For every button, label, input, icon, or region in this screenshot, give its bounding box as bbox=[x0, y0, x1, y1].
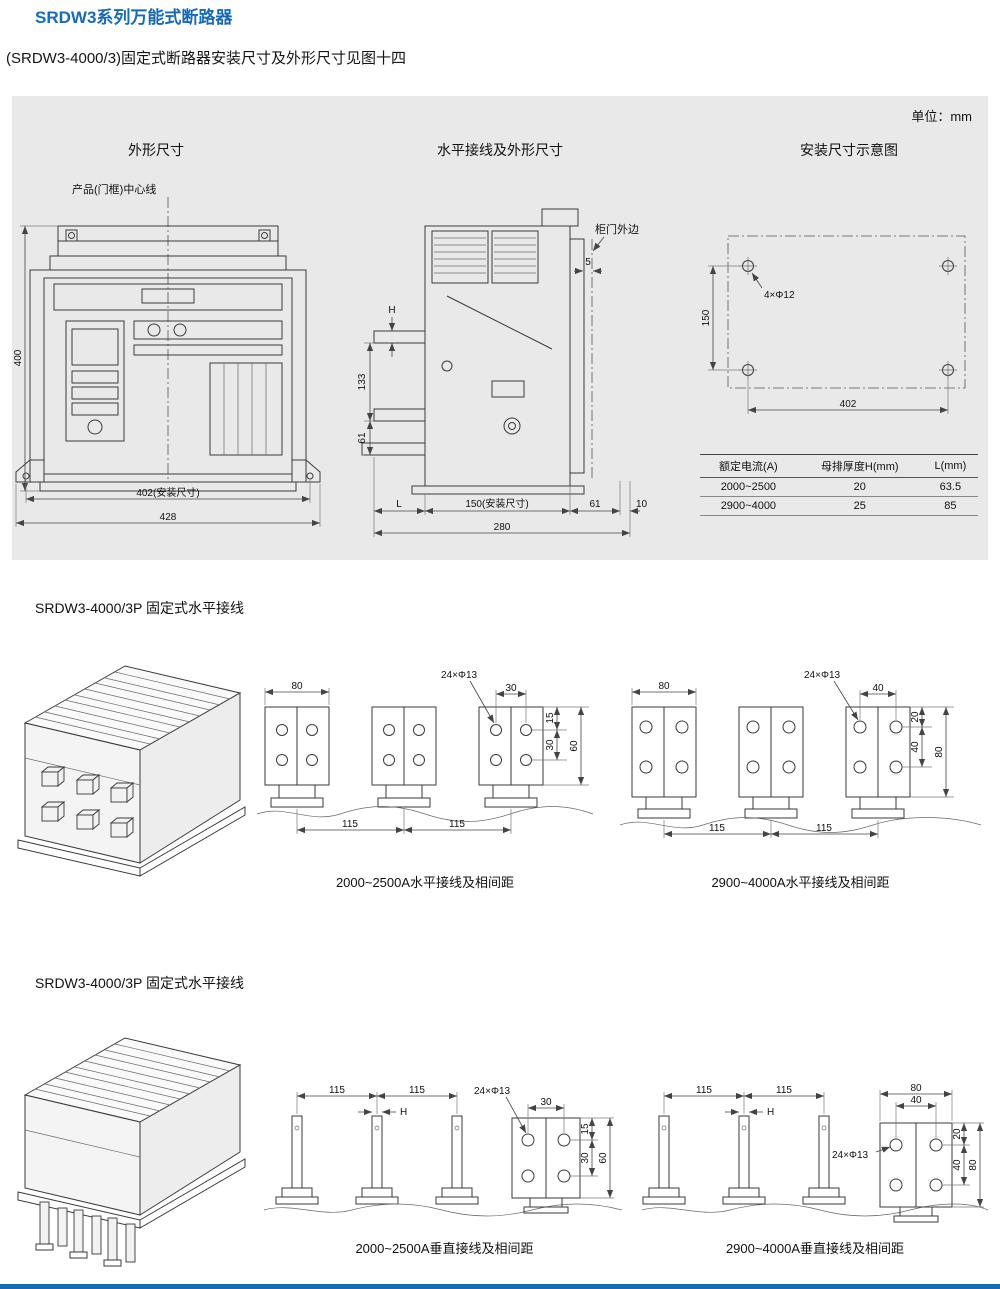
figure-panel: 单位：mm 外形尺寸 水平接线及外形尺寸 安装尺寸示意图 产品(门框)中心线 bbox=[12, 96, 988, 560]
dim-bar-thickness: H bbox=[767, 1107, 774, 1118]
terminal-plates bbox=[264, 706, 544, 808]
caption-horizontal-large: 2900~4000A水平接线及相间距 bbox=[711, 875, 890, 890]
terminal-lugs bbox=[40, 766, 135, 838]
holes-callout: 4×Φ12 bbox=[764, 290, 795, 301]
dim-428: 428 bbox=[160, 512, 177, 523]
side-view-drawing: 柜门外边 5 H 133 61 bbox=[357, 208, 648, 537]
spec-cell: 2000~2500 bbox=[700, 477, 797, 497]
dim-hole-spacing: 30 bbox=[540, 1097, 552, 1108]
dim-pitch-1: 115 bbox=[329, 1085, 345, 1096]
dim-l: L bbox=[396, 499, 402, 510]
spec-cell: 20 bbox=[796, 477, 923, 497]
unit-label: 单位：mm bbox=[911, 109, 972, 124]
vertical-terminal-bars bbox=[35, 1201, 136, 1267]
vertical-bars bbox=[275, 1115, 479, 1205]
breaker-isometric-horizontal-drawing bbox=[17, 665, 246, 877]
terminal-plates bbox=[631, 706, 911, 819]
vent-slots bbox=[34, 1043, 231, 1117]
dim-bar-thickness: H bbox=[400, 1107, 407, 1118]
dim-pitch-2: 115 bbox=[449, 819, 465, 830]
spec-cell: 25 bbox=[796, 496, 923, 516]
dim-pitch-1: 115 bbox=[709, 823, 725, 834]
dim-plate-width: 80 bbox=[291, 681, 303, 692]
vertical-terminals-small-drawing: 115 115 H 24×Φ13 30 15 30 60 bbox=[263, 1085, 623, 1217]
dim-plate-width: 80 bbox=[658, 681, 670, 692]
dim-pitch-1: 115 bbox=[342, 819, 358, 830]
front-view-drawing: 产品(门框)中心线 bbox=[13, 182, 321, 527]
dim-400: 400 bbox=[13, 349, 24, 366]
dim-pitch-2: 115 bbox=[776, 1085, 792, 1096]
dim-total: 60 bbox=[598, 1152, 609, 1164]
dim-total: 80 bbox=[968, 1159, 979, 1171]
caption-vertical-large: 2900~4000A垂直接线及相间距 bbox=[725, 1241, 905, 1256]
hole-detail-plate bbox=[511, 1117, 581, 1214]
column-header-horizontal-wiring: 水平接线及外形尺寸 bbox=[437, 142, 563, 158]
dim-61-right: 61 bbox=[589, 499, 601, 510]
dim-row-spacing: 30 bbox=[580, 1152, 591, 1164]
table-row: 2900~4000 25 85 bbox=[700, 496, 978, 516]
dim-5: 5 bbox=[585, 257, 591, 268]
page-subtitle: (SRDW3-4000/3)固定式断路器安装尺寸及外形尺寸见图十四 bbox=[6, 50, 407, 67]
horizontal-terminals-small-drawing: 80 24×Φ13 30 15 30 60 115 115 bbox=[256, 670, 594, 834]
dim-edge: 15 bbox=[580, 1123, 591, 1135]
dim-hole-spacing: 40 bbox=[872, 683, 884, 694]
spec-header: L(mm) bbox=[922, 454, 978, 478]
dim-280: 280 bbox=[494, 522, 511, 533]
breaker-isometric-vertical-drawing bbox=[17, 1037, 246, 1267]
dim-402: 402(安装尺寸) bbox=[136, 486, 199, 499]
dim-pitch-1: 115 bbox=[696, 1085, 712, 1096]
vent-slots bbox=[34, 671, 231, 745]
spec-header: 额定电流(A) bbox=[700, 454, 797, 478]
dim-h: H bbox=[388, 305, 395, 316]
dim-133: 133 bbox=[357, 373, 368, 390]
dim-row-spacing: 40 bbox=[910, 741, 921, 753]
caption-horizontal-small: 2000~2500A水平接线及相间距 bbox=[335, 875, 515, 890]
centerline-label: 产品(门框)中心线 bbox=[72, 182, 156, 196]
dim-total: 60 bbox=[569, 740, 580, 752]
page-title: SRDW3系列万能式断路器 bbox=[35, 8, 233, 27]
cabinet-door-label: 柜门外边 bbox=[595, 222, 639, 236]
dim-edge: 20 bbox=[910, 711, 921, 723]
dim-edge: 15 bbox=[545, 712, 556, 724]
spec-cell: 85 bbox=[922, 496, 978, 516]
dim-150: 150(安装尺寸) bbox=[465, 497, 528, 510]
dim-hole-spacing: 40 bbox=[910, 1095, 922, 1106]
footer-decoration-bar bbox=[0, 1284, 1000, 1289]
dim-edge: 20 bbox=[952, 1128, 963, 1140]
spec-cell: 2900~4000 bbox=[700, 496, 797, 516]
horizontal-terminals-large-drawing: 80 24×Φ13 40 20 40 80 115 115 bbox=[619, 670, 982, 838]
spec-header: 母排厚度H(mm) bbox=[796, 454, 923, 478]
section-title-horizontal: SRDW3-4000/3P 固定式水平接线 bbox=[35, 600, 245, 616]
dim-row-spacing: 30 bbox=[545, 739, 556, 751]
mounting-holes bbox=[739, 257, 957, 379]
holes-callout: 24×Φ13 bbox=[441, 670, 478, 681]
dim-row-spacing: 40 bbox=[952, 1159, 963, 1171]
hole-detail-plate bbox=[879, 1122, 953, 1223]
install-pattern-drawing: 4×Φ12 150 402 bbox=[701, 235, 966, 414]
spec-cell: 63.5 bbox=[922, 477, 978, 497]
dim-pitch-2: 115 bbox=[816, 823, 832, 834]
holes-callout: 24×Φ13 bbox=[474, 1086, 511, 1097]
dim-10: 10 bbox=[636, 499, 648, 510]
dim-150-install: 150 bbox=[701, 309, 712, 326]
dim-plate-width: 80 bbox=[910, 1083, 922, 1094]
dim-pitch-2: 115 bbox=[409, 1085, 425, 1096]
vertical-bars bbox=[642, 1115, 846, 1205]
holes-callout: 24×Φ13 bbox=[832, 1150, 869, 1161]
dim-total: 80 bbox=[934, 746, 945, 758]
dim-61-left: 61 bbox=[357, 432, 368, 444]
dim-hole-spacing: 30 bbox=[505, 683, 517, 694]
column-header-outline: 外形尺寸 bbox=[128, 142, 184, 158]
vertical-terminals-large-drawing: 115 115 H 80 40 24×Φ13 20 40 80 bbox=[641, 1083, 989, 1223]
spec-table: 额定电流(A) 母排厚度H(mm) L(mm) 2000~2500 20 63.… bbox=[700, 454, 978, 516]
section-title-vertical: SRDW3-4000/3P 固定式水平接线 bbox=[35, 975, 245, 991]
column-header-install: 安装尺寸示意图 bbox=[800, 142, 898, 158]
dim-402-install: 402 bbox=[840, 399, 857, 410]
holes-callout: 24×Φ13 bbox=[804, 670, 841, 681]
caption-vertical-small: 2000~2500A垂直接线及相间距 bbox=[355, 1241, 534, 1256]
table-row: 2000~2500 20 63.5 bbox=[700, 477, 978, 497]
